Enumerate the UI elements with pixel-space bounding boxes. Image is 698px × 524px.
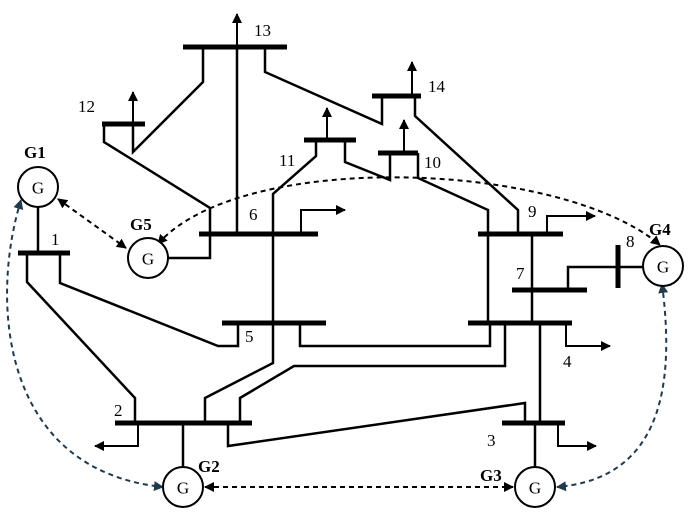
bus-label-11: 11 [279, 151, 295, 170]
load-arrow-bus-3 [557, 423, 597, 451]
generator-g2-label: G2 [198, 457, 220, 476]
load-arrow-bus-4 [565, 323, 611, 351]
line-1-2 [25, 253, 137, 423]
generator-g5-label: G5 [130, 215, 152, 234]
load-arrow-bus-2 [94, 423, 139, 451]
bus-label-5: 5 [245, 327, 254, 346]
generator-g2-symbol: G [177, 479, 189, 498]
line-2-3 [226, 401, 527, 448]
generator-g1-label: G1 [24, 143, 46, 162]
bus-label-1: 1 [51, 230, 60, 249]
line-11-10 [343, 140, 392, 182]
comm-link-g1-g5 [57, 198, 127, 249]
bus-label-10: 10 [424, 153, 441, 172]
bus-label-9: 9 [528, 202, 537, 221]
comm-link-g5-g4 [157, 176, 661, 246]
line-2-4 [238, 323, 507, 423]
line-g5-6 [168, 234, 212, 260]
generator-g1-symbol: G [32, 179, 44, 198]
line-6-12 [102, 124, 212, 234]
load-arrow-bus-9 [546, 211, 596, 234]
load-arrow-bus-6 [300, 205, 346, 234]
bus-label-2: 2 [114, 401, 123, 420]
line-6-11 [271, 140, 318, 234]
line-10-9 [416, 153, 490, 234]
bus-label-13: 13 [254, 21, 271, 40]
line-9-14 [413, 96, 520, 234]
line-2-5 [203, 323, 275, 423]
generator-g3-symbol: G [529, 479, 541, 498]
generator-g1-circle [17, 166, 59, 208]
bus-label-7: 7 [516, 264, 525, 283]
bus-label-3: 3 [487, 431, 496, 450]
generator-g3-circle [514, 466, 556, 508]
comm-link-g4-g3 [556, 283, 669, 492]
bus-label-8: 8 [626, 232, 635, 251]
generator-g4-symbol: G [657, 258, 669, 277]
bus-label-14: 14 [428, 77, 446, 96]
bus-label-6: 6 [249, 205, 258, 224]
generator-g4-circle [642, 245, 684, 287]
line-13-14 [263, 47, 384, 126]
generator-g5-symbol: G [142, 250, 154, 269]
bus-label-12: 12 [78, 97, 95, 116]
line-7-8 [566, 265, 618, 290]
bus-label-4: 4 [563, 352, 572, 371]
line-12-13 [131, 47, 205, 156]
generator-g5-circle [127, 237, 169, 279]
generator-g3-label: G3 [480, 466, 502, 485]
generator-g4-label: G4 [649, 220, 671, 239]
line-5-4 [298, 323, 492, 348]
generator-g2-circle [162, 466, 204, 508]
